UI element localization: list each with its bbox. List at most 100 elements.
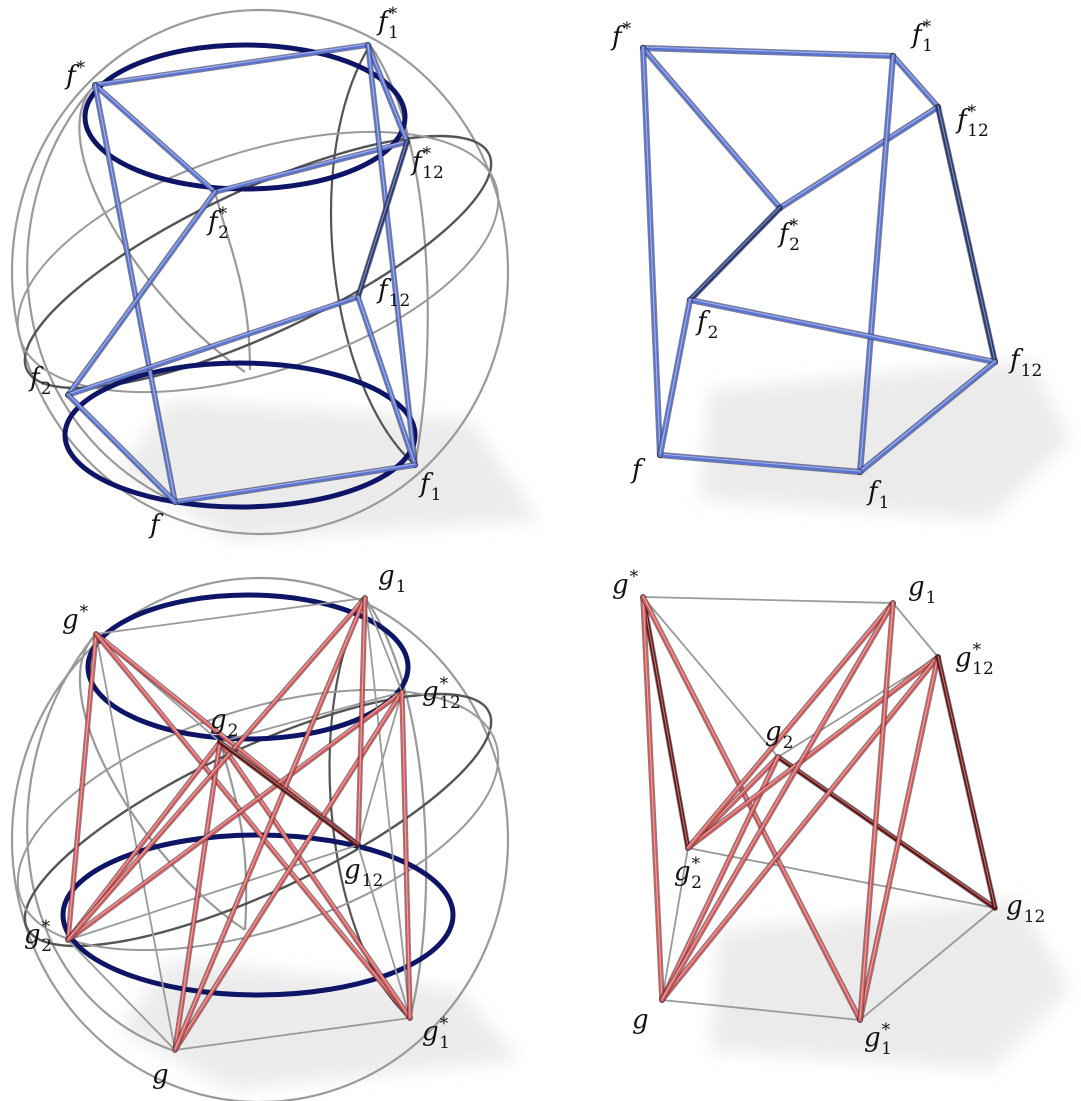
diagonal-edge xyxy=(218,740,360,847)
vertex-label-g12: g12 xyxy=(344,855,383,891)
cube-edge xyxy=(661,847,689,1001)
vertex-label-f1s: f*1 xyxy=(376,4,399,43)
vertex-label-sub: 1 xyxy=(431,485,442,505)
vertex-label-sub: 2 xyxy=(41,936,52,956)
cube-edge-shine xyxy=(859,360,996,472)
vertex-label-base: g xyxy=(422,1017,439,1047)
cube-edge xyxy=(640,45,663,458)
vertex-label-sub: 12 xyxy=(362,871,384,891)
vertex-label-sup: * xyxy=(440,1014,449,1034)
diagonal-edge-shine xyxy=(642,595,663,1000)
diagonal-edge-shine xyxy=(67,596,366,940)
vertex-label-g: g xyxy=(632,1005,649,1035)
vertex-label-sub: 1 xyxy=(922,36,933,56)
vertex-label-sub: 12 xyxy=(1021,361,1043,381)
cube-edge-shine xyxy=(357,295,416,465)
cube-edge xyxy=(355,294,418,468)
sphere-arc xyxy=(364,597,428,1019)
cube-edge-shine xyxy=(214,140,408,192)
cube-edge-shine xyxy=(94,43,369,85)
vertex-label-sup: * xyxy=(623,19,632,39)
cube-edge xyxy=(687,847,996,909)
cube-edge xyxy=(661,999,861,1021)
vertex-label-f1s: f*1 xyxy=(910,17,933,56)
cube-edge xyxy=(357,844,411,1019)
vertex-label-sup: * xyxy=(630,567,639,587)
cube-edge-shine xyxy=(642,46,781,208)
diagonal-edge xyxy=(218,740,412,1020)
vertex-label-g12: g12 xyxy=(1006,891,1045,927)
diagonal-edge-shine xyxy=(174,596,366,1050)
cube-edge-shine xyxy=(94,83,176,502)
diagonal-edge xyxy=(356,596,367,847)
vertex-label-base: g xyxy=(864,1023,881,1053)
vertex-label-base: g xyxy=(908,572,925,602)
diagonal-edge-shine xyxy=(174,740,221,1050)
diagonal-edge xyxy=(660,655,940,1002)
cube-edge xyxy=(857,359,998,475)
cube-edge xyxy=(65,294,361,398)
vertex-label-g2s: g*2 xyxy=(674,854,702,893)
diagonal-edge xyxy=(858,655,940,1022)
vertex-label-base: g xyxy=(765,717,782,747)
cube-edge xyxy=(640,45,783,211)
diagonal-edge-shine xyxy=(219,740,359,845)
cube-edge xyxy=(657,297,693,458)
cube-edge-shine xyxy=(689,206,781,300)
vertex-label-base: g xyxy=(24,920,41,950)
vertex-label-base: g xyxy=(378,561,395,591)
vertex-label-f12s: f*12 xyxy=(955,102,989,141)
cube-edge xyxy=(890,53,941,110)
vertex-label-sup: * xyxy=(389,4,398,24)
cube-edge xyxy=(935,104,998,365)
cube-edge xyxy=(640,45,896,59)
vertex-label-sub: 2 xyxy=(691,873,702,893)
cube-edge xyxy=(364,597,411,1019)
diagonal-edge-shine xyxy=(67,740,221,940)
cube-edge xyxy=(642,596,779,758)
vertex-label-sub: 12 xyxy=(439,693,461,713)
vertex-label-sup: * xyxy=(80,602,89,622)
vertex-label-g2s: g*2 xyxy=(24,917,52,956)
vertex-label-f: f xyxy=(148,510,164,540)
diagonal-edge xyxy=(641,595,690,850)
cube-edge xyxy=(365,42,410,145)
vertex-label-sub: 12 xyxy=(1024,907,1046,927)
vertex-label-sub: 12 xyxy=(972,659,994,679)
vertex-label-sup: * xyxy=(692,854,701,874)
vertex-label-f2s: f*2 xyxy=(777,216,800,255)
vertex-label-sub: 2 xyxy=(41,379,52,399)
cube-edge xyxy=(892,602,939,658)
cube-edge xyxy=(777,104,941,211)
cube-edge-shine xyxy=(779,105,939,208)
cube-edge xyxy=(95,597,366,635)
vertex-label-g1: g1 xyxy=(378,561,406,597)
vertex-label-base: g xyxy=(632,1005,649,1035)
vertex-label-sub: 1 xyxy=(926,588,937,608)
cube-edge-shine xyxy=(659,298,691,455)
cube-edge xyxy=(67,844,359,941)
vertex-label-sub: 2 xyxy=(228,721,239,741)
cube-edge-shine xyxy=(892,54,939,107)
vertex-label-base: g xyxy=(152,1060,169,1090)
vertex-label-sup: * xyxy=(923,17,932,37)
vertex-label-g1s: g*1 xyxy=(864,1020,892,1059)
vertex-label-sup: * xyxy=(77,58,86,78)
diagonal-edge xyxy=(94,632,412,1020)
cube-edge xyxy=(95,633,176,1051)
diagonal-edge-shine xyxy=(67,690,403,940)
diagonal-edge-shine xyxy=(401,690,411,1018)
cube-edge xyxy=(687,205,783,303)
diagonal-edge xyxy=(66,632,98,942)
vertex-label-g2: g2 xyxy=(210,705,238,741)
cube-edge-shine xyxy=(642,46,894,56)
vertex-label-sup: * xyxy=(973,640,982,660)
vertex-label-sub: 2 xyxy=(789,235,800,255)
cube-edge-shine xyxy=(367,43,408,142)
vertex-label-g12s: g*12 xyxy=(955,640,994,679)
cube-edge xyxy=(65,392,178,505)
